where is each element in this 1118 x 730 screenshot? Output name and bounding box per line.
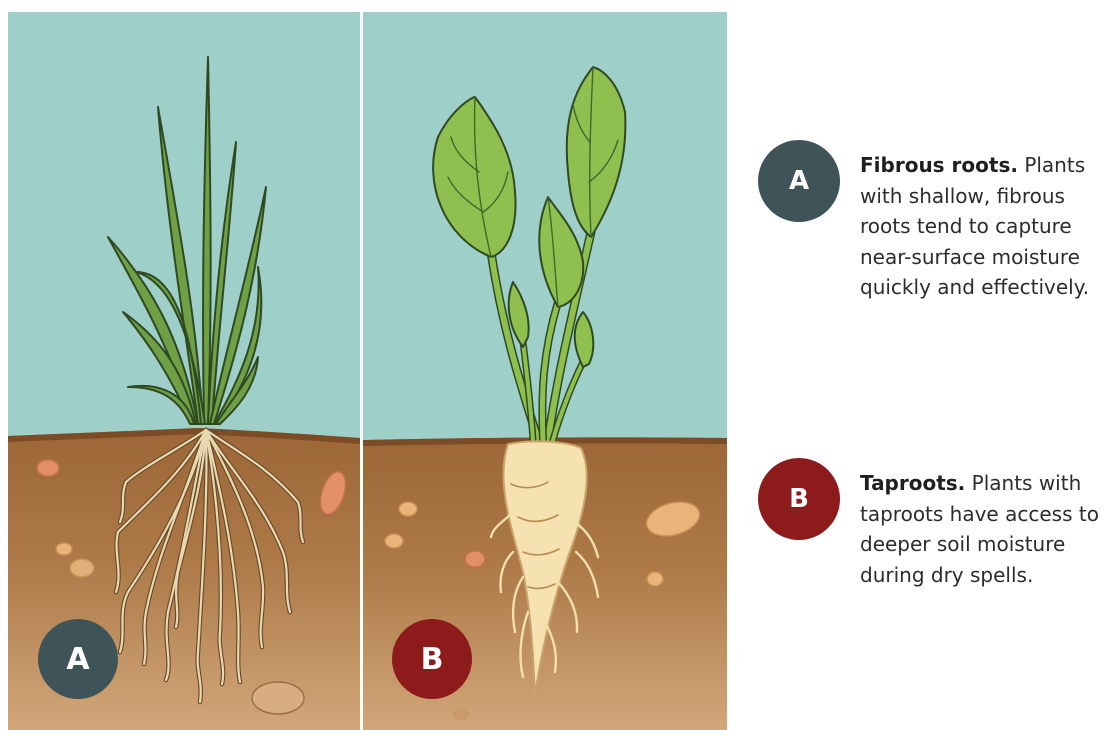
legend-term-a: Fibrous roots. [860,153,1018,177]
legend-taproots: B Taproots. Plants with taproots have ac… [758,458,1118,618]
legend-fibrous-roots: A Fibrous roots. Plants with shallow, fi… [758,140,1118,300]
taproot-panel: B [363,12,727,730]
legend-term-b: Taproots. [860,471,965,495]
panel-badge-a: A [38,619,118,699]
fibrous-roots-panel: A [8,12,360,730]
legend-badge-a: A [758,140,840,222]
legend-text-a: Fibrous roots. Plants with shallow, fibr… [860,150,1112,303]
panel-badge-b: B [392,619,472,699]
legend-badge-b: B [758,458,840,540]
legend-text-b: Taproots. Plants with taproots have acce… [860,468,1112,590]
